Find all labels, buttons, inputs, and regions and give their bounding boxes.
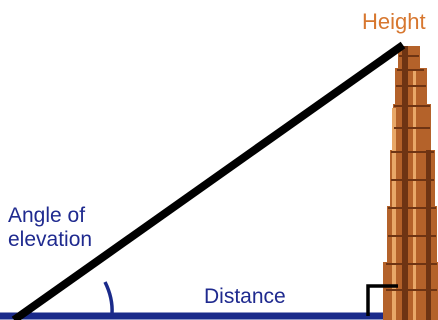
angle-of-elevation-label: Angle of elevation [8,204,92,251]
height-label: Height [362,9,426,34]
right-angle-marker [366,284,398,316]
angle-label-line-1: Angle of [8,204,86,227]
line-of-sight [11,41,406,320]
angle-label-line-2: elevation [8,227,93,251]
tower-illustration [383,46,438,320]
angle-arc [103,281,114,315]
distance-label: Distance [204,285,286,308]
